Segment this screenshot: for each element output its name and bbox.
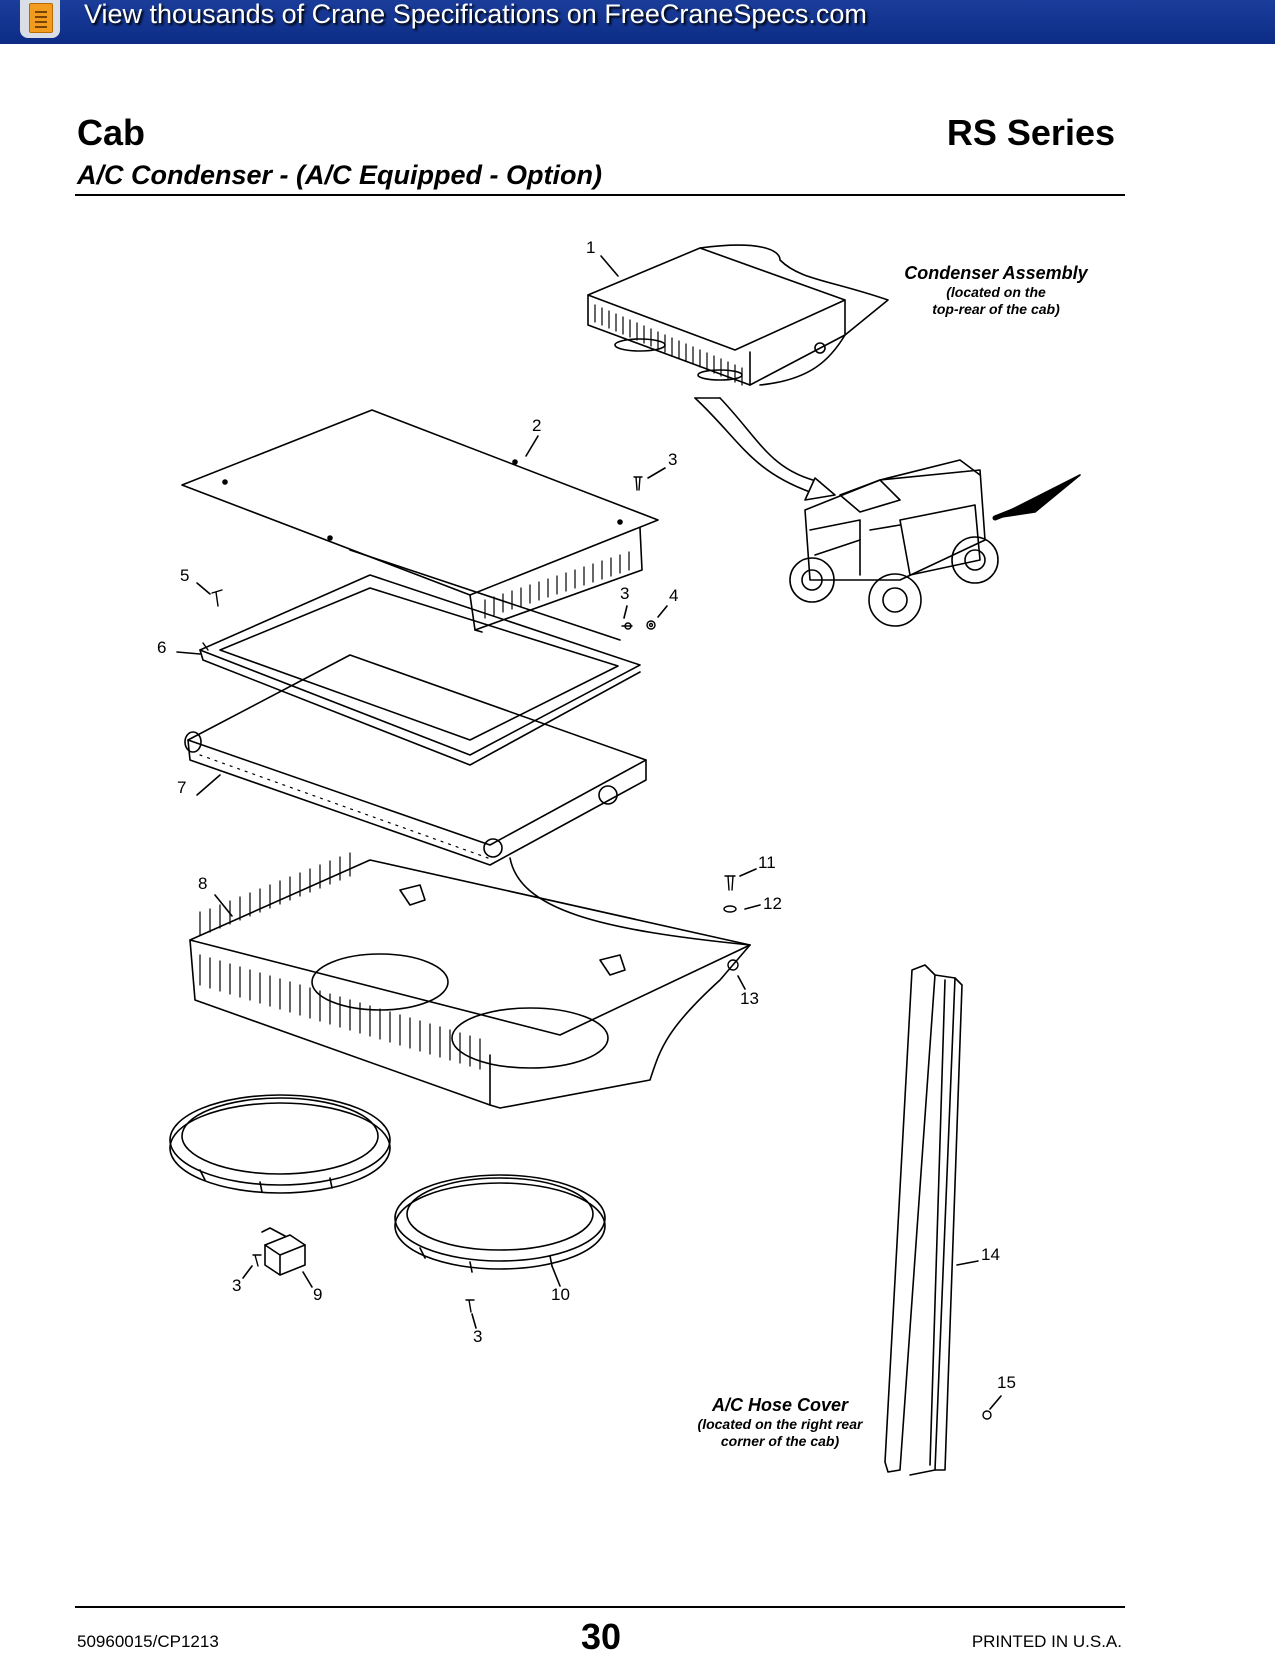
fan-right-illustration bbox=[394, 1174, 606, 1273]
page-subtitle: A/C Condenser - (A/C Equipped - Option) bbox=[77, 160, 602, 190]
callout-10: 10 bbox=[551, 1285, 570, 1304]
condenser-caption-line1: (located on the bbox=[946, 284, 1046, 300]
hose-caption-title: A/C Hose Cover bbox=[711, 1395, 849, 1415]
hose-caption-line2: corner of the cab) bbox=[721, 1433, 840, 1449]
diagram-captions: Condenser Assembly (located on the top-r… bbox=[698, 263, 1089, 1449]
callout-leaders bbox=[176, 255, 1002, 1410]
callout-14: 14 bbox=[981, 1245, 1000, 1264]
header-rule bbox=[75, 194, 1125, 196]
footer-rule bbox=[75, 1606, 1125, 1608]
callout-15: 15 bbox=[997, 1373, 1016, 1392]
banner-link-text[interactable]: View thousands of Crane Specifications o… bbox=[84, 0, 867, 29]
hose-caption-line1: (located on the right rear bbox=[698, 1416, 864, 1432]
section-title: Cab bbox=[77, 112, 146, 153]
callout-5: 5 bbox=[180, 566, 189, 585]
callout-7: 7 bbox=[177, 778, 186, 797]
printed-note: PRINTED IN U.S.A. bbox=[971, 1632, 1122, 1651]
callout-labels: 1 2 3 3 4 5 6 7 8 11 12 13 14 15 3 9 10 … bbox=[157, 238, 1016, 1392]
hardware-fasteners bbox=[202, 476, 992, 1420]
doc-number: 50960015/CP1213 bbox=[77, 1632, 219, 1651]
page-number: 30 bbox=[581, 1616, 622, 1657]
callout-8: 8 bbox=[198, 874, 207, 893]
part-14-hose-cover bbox=[884, 964, 963, 1476]
document-icon bbox=[20, 0, 60, 38]
callout-4: 4 bbox=[669, 586, 678, 605]
part-8-housing bbox=[189, 852, 751, 1109]
callout-12: 12 bbox=[763, 894, 782, 913]
callout-1: 1 bbox=[586, 238, 595, 257]
part-9-relay bbox=[261, 1227, 306, 1276]
part-6-frame bbox=[199, 549, 641, 766]
callout-3: 3 bbox=[473, 1327, 482, 1346]
crane-machine-illustration bbox=[789, 459, 999, 627]
callout-9: 9 bbox=[313, 1285, 322, 1304]
part-2-top-cover bbox=[181, 409, 659, 633]
condenser-assembly-illustration bbox=[587, 244, 889, 386]
callout-3: 3 bbox=[232, 1276, 241, 1295]
condenser-caption-title: Condenser Assembly bbox=[904, 263, 1088, 283]
callout-11: 11 bbox=[758, 853, 776, 872]
callout-2: 2 bbox=[532, 416, 541, 435]
callout-6: 6 bbox=[157, 638, 166, 657]
series-title: RS Series bbox=[946, 112, 1115, 153]
banner[interactable]: View thousands of Crane Specifications o… bbox=[0, 0, 1275, 44]
fan-left-illustration bbox=[169, 1094, 391, 1194]
part-7-condenser-coil bbox=[184, 654, 647, 866]
callout-13: 13 bbox=[740, 989, 759, 1008]
callout-3: 3 bbox=[668, 450, 677, 469]
condenser-caption-line2: top-rear of the cab) bbox=[932, 301, 1060, 317]
callout-3: 3 bbox=[620, 584, 629, 603]
